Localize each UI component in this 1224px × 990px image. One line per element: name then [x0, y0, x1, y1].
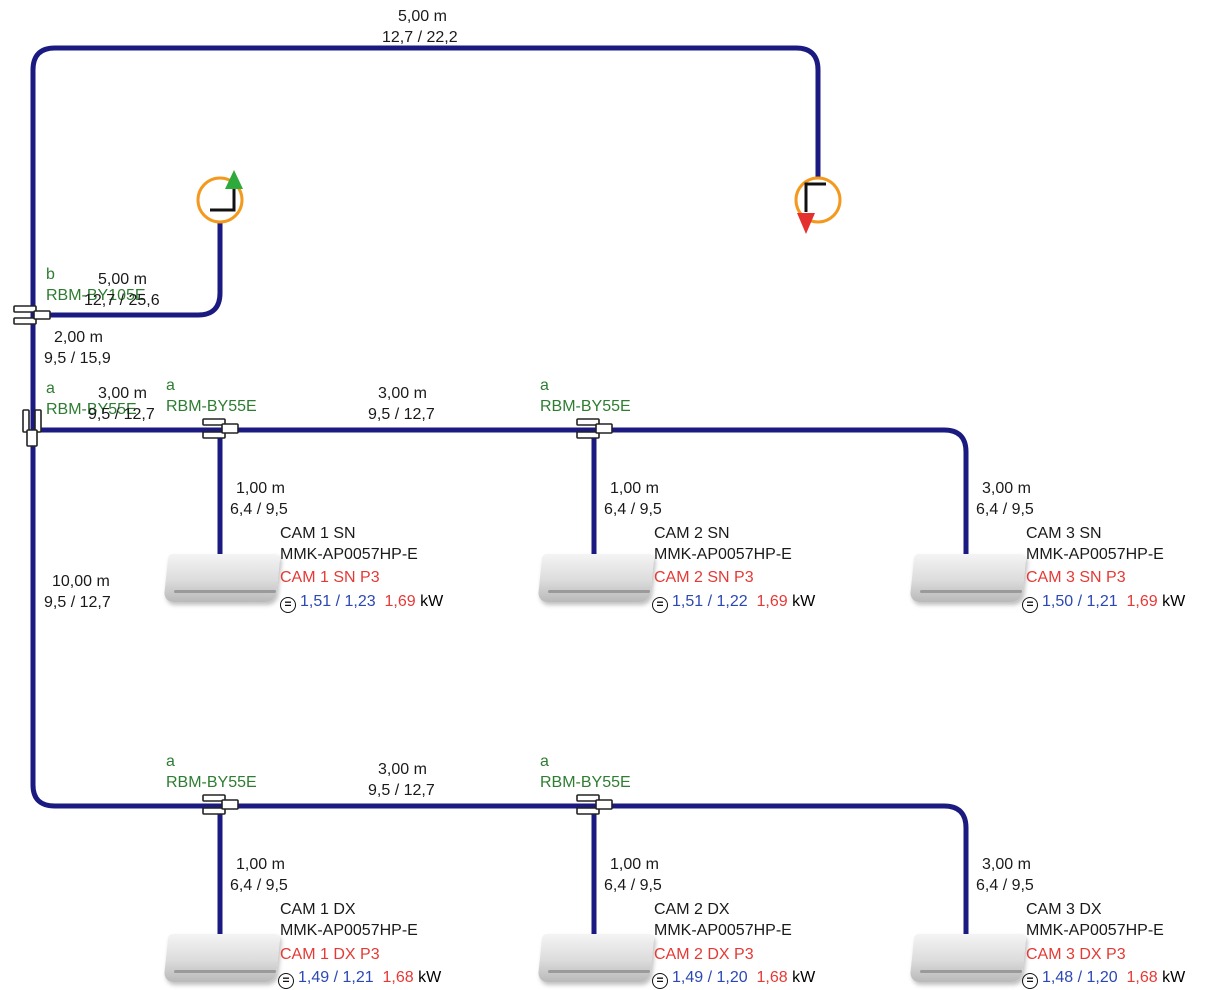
- unit-label: CAM 1 SN P3: [280, 569, 380, 586]
- branch-joint-top-1-icon: [202, 418, 239, 439]
- unit-label: CAM 1 DX P3: [280, 946, 380, 963]
- pipe-down-length: 10,00 m: [52, 573, 110, 590]
- equals-circle-icon: =: [1022, 597, 1038, 613]
- top-joint-2-letter: a: [540, 377, 549, 394]
- unit-pipe-length: 3,00 m: [982, 856, 1031, 873]
- unit-name: CAM 3 DX: [1026, 901, 1102, 918]
- branch-joint-bottom-1-icon: [202, 794, 239, 815]
- main-pipe-size: 12,7 / 22,2: [382, 29, 458, 46]
- branch-b-model: RBM-BY105E: [46, 287, 146, 304]
- main-pipe: [30, 45, 821, 318]
- top-joint-1-letter: a: [166, 377, 175, 394]
- unit-label: CAM 3 SN P3: [1026, 569, 1126, 586]
- indoor-unit-icon: [909, 928, 1030, 986]
- branch-joint-a-icon: [22, 409, 42, 447]
- indoor-unit-icon: [163, 928, 284, 986]
- equals-circle-icon: =: [278, 973, 294, 989]
- unit-model: MMK-AP0057HP-E: [1026, 922, 1164, 939]
- bottom-joint-2-model: RBM-BY55E: [540, 774, 631, 791]
- pipe-down-size: 9,5 / 12,7: [44, 594, 111, 611]
- unit-model: MMK-AP0057HP-E: [280, 546, 418, 563]
- equals-circle-icon: =: [652, 597, 668, 613]
- outdoor-connection-out: [196, 170, 244, 224]
- unit-model: MMK-AP0057HP-E: [654, 922, 792, 939]
- pipe-first-size: 9,5 / 12,7: [88, 406, 155, 423]
- unit-name: CAM 2 SN: [654, 525, 730, 542]
- unit-model: MMK-AP0057HP-E: [654, 546, 792, 563]
- unit-model: MMK-AP0057HP-E: [1026, 546, 1164, 563]
- unit-name: CAM 3 SN: [1026, 525, 1102, 542]
- branch-b-pipe-size: 12,7 / 25,6: [84, 292, 160, 309]
- indoor-unit-icon: [163, 548, 284, 606]
- pipe-b-a-length: 2,00 m: [54, 329, 103, 346]
- unit-capacity: =1,51 / 1,23 1,69 kW: [280, 591, 443, 613]
- equals-circle-icon: =: [280, 597, 296, 613]
- pipe-first-length: 3,00 m: [98, 385, 147, 402]
- pipe-b-a-size: 9,5 / 15,9: [44, 350, 111, 367]
- top-pipe-mid-size: 9,5 / 12,7: [368, 406, 435, 423]
- unit-capacity: =1,49 / 1,20 1,68 kW: [652, 967, 815, 989]
- unit-pipe-length: 1,00 m: [610, 480, 659, 497]
- branch-b-pipe: [30, 215, 223, 318]
- unit-label: CAM 2 DX P3: [654, 946, 754, 963]
- indoor-unit-icon: [537, 928, 658, 986]
- branch-a-model: RBM-BY55E: [46, 401, 137, 418]
- arrow-down-icon: [797, 213, 815, 234]
- bottom-pipe-mid-length: 3,00 m: [378, 761, 427, 778]
- unit-pipe-size: 6,4 / 9,5: [604, 501, 662, 518]
- branch-b-pipe-length: 5,00 m: [98, 271, 147, 288]
- outdoor-connection-in: [794, 176, 842, 234]
- unit-capacity: =1,48 / 1,20 1,68 kW: [1022, 967, 1185, 989]
- unit-pipe-length: 1,00 m: [236, 480, 285, 497]
- branch-joint-bottom-2-icon: [576, 794, 613, 815]
- unit-pipe-length: 1,00 m: [236, 856, 285, 873]
- unit-name: CAM 2 DX: [654, 901, 730, 918]
- branch-b-letter: b: [46, 266, 55, 283]
- unit-pipe-size: 6,4 / 9,5: [604, 877, 662, 894]
- main-pipe-length: 5,00 m: [398, 8, 447, 25]
- branch-a-letter: a: [46, 380, 55, 397]
- unit-pipe-size: 6,4 / 9,5: [230, 877, 288, 894]
- unit-model: MMK-AP0057HP-E: [280, 922, 418, 939]
- unit-capacity: =1,50 / 1,21 1,69 kW: [1022, 591, 1185, 613]
- down-pipe: [30, 427, 969, 938]
- unit-name: CAM 1 DX: [280, 901, 356, 918]
- top-joint-1-model: RBM-BY55E: [166, 398, 257, 415]
- top-row-pipe: [30, 427, 969, 558]
- unit-label: CAM 3 DX P3: [1026, 946, 1126, 963]
- indoor-unit-icon: [537, 548, 658, 606]
- unit-pipe-length: 1,00 m: [610, 856, 659, 873]
- arrow-up-icon: [225, 170, 243, 189]
- branch-joint-top-2-icon: [576, 418, 613, 439]
- unit-pipe-size: 6,4 / 9,5: [230, 501, 288, 518]
- unit-pipe-size: 6,4 / 9,5: [976, 877, 1034, 894]
- branch-joint-b-icon: [13, 305, 51, 325]
- unit-pipe-size: 6,4 / 9,5: [976, 501, 1034, 518]
- equals-circle-icon: =: [652, 973, 668, 989]
- bottom-joint-2-letter: a: [540, 753, 549, 770]
- top-joint-2-model: RBM-BY55E: [540, 398, 631, 415]
- bottom-joint-1-letter: a: [166, 753, 175, 770]
- bottom-pipe-mid-size: 9,5 / 12,7: [368, 782, 435, 799]
- unit-pipe-length: 3,00 m: [982, 480, 1031, 497]
- unit-capacity: =1,51 / 1,22 1,69 kW: [652, 591, 815, 613]
- equals-circle-icon: =: [1022, 973, 1038, 989]
- unit-capacity: =1,49 / 1,21 1,68 kW: [278, 967, 441, 989]
- unit-name: CAM 1 SN: [280, 525, 356, 542]
- unit-label: CAM 2 SN P3: [654, 569, 754, 586]
- bottom-joint-1-model: RBM-BY55E: [166, 774, 257, 791]
- top-pipe-mid-length: 3,00 m: [378, 385, 427, 402]
- indoor-unit-icon: [909, 548, 1030, 606]
